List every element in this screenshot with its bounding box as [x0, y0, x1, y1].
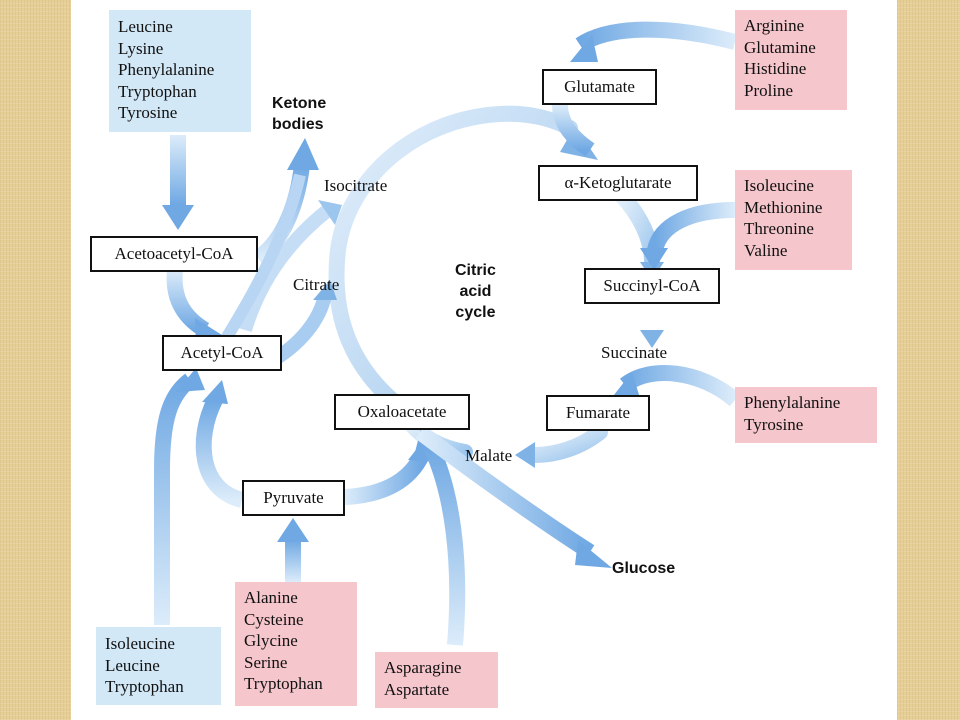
amino-acid-group-to-succinyl-coa: Isoleucine Methionine Threonine Valine — [735, 170, 852, 270]
amino-acid-group-to-glutamate: Arginine Glutamine Histidine Proline — [735, 10, 847, 110]
label-isocitrate: Isocitrate — [324, 176, 388, 195]
label-succinate: Succinate — [601, 343, 668, 362]
amino-acid-label: Alanine — [244, 588, 298, 607]
amino-acid-label: Lysine — [118, 38, 164, 58]
amino-acid-label: Cysteine — [244, 609, 304, 629]
cycle-title-line: Citric — [455, 262, 496, 279]
label-malate: Malate — [465, 446, 513, 465]
node-alpha-ketoglutarate: α-Ketoglutarate — [538, 165, 698, 201]
amino-acid-group-to-oxaloacetate: Asparagine Aspartate — [375, 652, 498, 708]
cycle-title-line: cycle — [455, 304, 496, 321]
node-acetoacetyl-coa: Acetoacetyl-CoA — [90, 236, 258, 272]
leucine-group-to-acetoacetyl-coa-arrow — [162, 135, 194, 230]
amino-acid-label: Tryptophan — [105, 677, 184, 696]
node-glutamate: Glutamate — [542, 69, 657, 105]
amino-acid-label: Phenylalanine — [118, 60, 215, 79]
amino-acid-label: Isoleucine — [105, 634, 175, 653]
phenylalanine-group-to-fumarate-arrow — [610, 365, 741, 407]
arrowhead-to-malate — [515, 442, 535, 468]
node-pyruvate: Pyruvate — [242, 480, 345, 516]
acetyl-coa-to-ketone-bodies-arrow — [216, 173, 306, 349]
amino-acid-label: Asparagine — [384, 658, 462, 677]
product-label-line: bodies — [272, 116, 324, 133]
amino-acid-label: Tryptophan — [118, 81, 197, 101]
amino-acid-label: Valine — [744, 240, 788, 260]
glutamate-to-ketoglutarate-arrow — [552, 104, 595, 157]
amino-acid-label: Phenylalanine — [744, 393, 841, 412]
node-succinyl-coa: Succinyl-CoA — [584, 268, 720, 304]
amino-acid-group-ketogenic: Leucine Lysine Phenylalanine Tryptophan … — [109, 10, 251, 132]
amino-acid-label: Methionine — [744, 197, 823, 217]
amino-acid-group-to-fumarate: Phenylalanine Tyrosine — [735, 387, 877, 443]
cycle-title: Citric acid cycle — [455, 260, 496, 323]
cycle-title-line: acid — [459, 283, 492, 300]
amino-acid-group-to-acetyl-coa: Isoleucine Leucine Tryptophan — [96, 627, 221, 705]
alanine-group-to-pyruvate-arrow — [277, 518, 309, 582]
label-citrate: Citrate — [293, 275, 340, 294]
node-acetyl-coa: Acetyl-CoA — [162, 335, 282, 371]
isoleucine-group-to-succinyl-coa-arrow — [640, 202, 736, 270]
acetoacetyl-coa-to-acetyl-coa-arrow — [166, 269, 222, 345]
amino-acid-label: Aspartate — [384, 679, 450, 699]
amino-acid-label: Arginine — [744, 16, 805, 35]
amino-acid-label: Histidine — [744, 59, 807, 78]
amino-acid-label: Proline — [744, 80, 794, 100]
amino-acid-label: Glutamine — [744, 37, 816, 57]
amino-acid-label: Serine — [244, 652, 288, 672]
amino-acid-label: Leucine — [118, 17, 173, 36]
product-label-line: Ketone — [272, 95, 327, 112]
isoleucine-group-to-acetyl-coa-arrow — [154, 368, 205, 625]
amino-acid-label: Tyrosine — [744, 414, 804, 434]
arrowhead-succinate-to-fumarate — [640, 330, 664, 348]
amino-acid-group-to-pyruvate: Alanine Cysteine Glycine Serine Tryptoph… — [235, 582, 357, 706]
amino-acid-label: Leucine — [105, 655, 160, 675]
amino-acid-label: Isoleucine — [744, 176, 814, 195]
node-fumarate: Fumarate — [546, 395, 650, 431]
oxaloacetate-to-glucose-arrow — [415, 425, 612, 568]
amino-acid-label: Tryptophan — [244, 674, 323, 693]
arginine-group-to-glutamate-arrow — [570, 21, 738, 62]
product-ketone-bodies: Ketone bodies — [272, 93, 326, 135]
amino-acid-label: Tyrosine — [118, 103, 178, 122]
node-oxaloacetate: Oxaloacetate — [334, 394, 470, 430]
product-glucose: Glucose — [612, 560, 676, 577]
pyruvate-to-acetyl-coa-arrow — [195, 380, 245, 508]
amino-acid-label: Glycine — [244, 631, 298, 650]
amino-acid-label: Threonine — [744, 219, 814, 238]
